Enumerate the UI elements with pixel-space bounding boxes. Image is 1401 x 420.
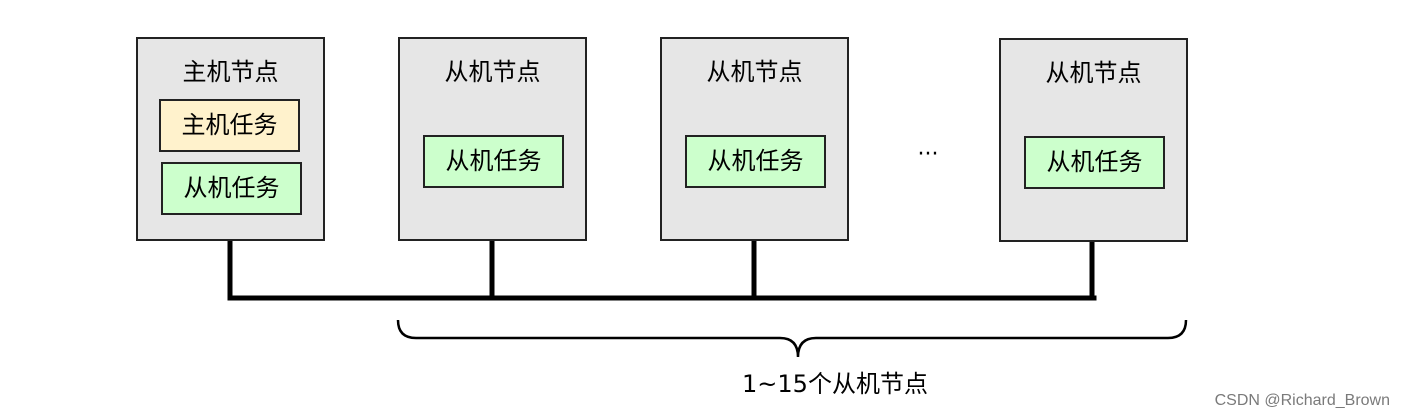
slave-node-2: 从机节点 从机任务 <box>660 37 849 241</box>
watermark: CSDN @Richard_Brown <box>1214 392 1390 409</box>
slave-node-title: 从机节点 <box>444 58 541 86</box>
more-nodes-ellipsis: ··· <box>917 142 939 167</box>
slave-node-title: 从机节点 <box>1045 59 1142 87</box>
slave-task: 从机任务 <box>1024 136 1165 189</box>
master-task: 主机任务 <box>159 99 300 152</box>
range-brace <box>396 319 1188 358</box>
slave-count-label: 1~15个从机节点 <box>742 370 928 398</box>
slave-task: 从机任务 <box>685 135 826 188</box>
master-node-slave-task: 从机任务 <box>161 162 302 215</box>
slave-node-1: 从机节点 从机任务 <box>398 37 587 241</box>
slave-task: 从机任务 <box>423 135 564 188</box>
slave-node-3: 从机节点 从机任务 <box>999 38 1188 242</box>
master-node-title: 主机节点 <box>182 58 279 86</box>
slave-node-title: 从机节点 <box>706 58 803 86</box>
master-node: 主机节点 主机任务 从机任务 <box>136 37 325 241</box>
